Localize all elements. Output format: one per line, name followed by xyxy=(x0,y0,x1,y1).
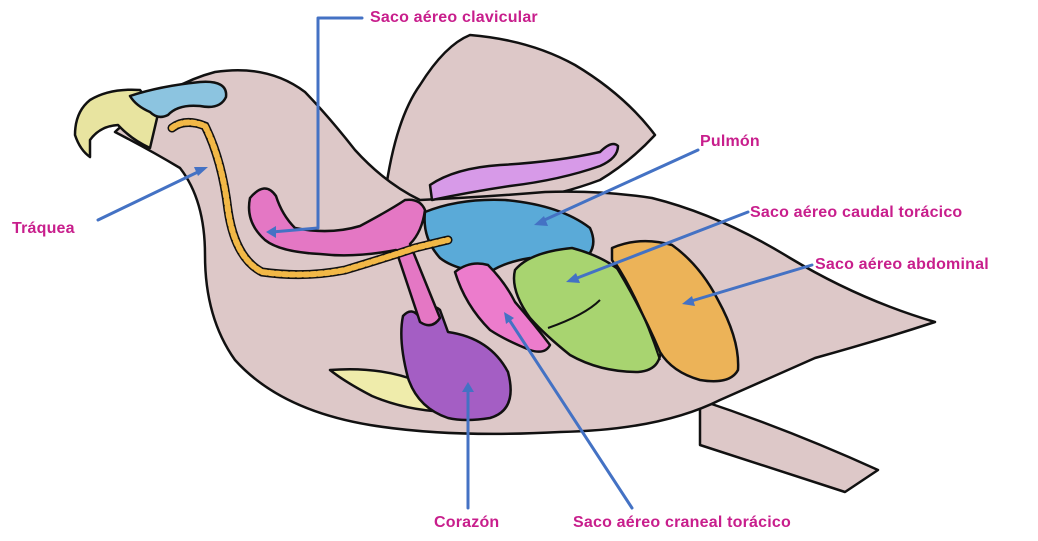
label-pulmon: Pulmón xyxy=(700,134,760,150)
label-saco-aereo-craneal-toracico: Saco aéreo craneal torácico xyxy=(573,515,791,531)
bird-tail xyxy=(700,400,878,492)
label-saco-aereo-caudal-toracico: Saco aéreo caudal torácico xyxy=(750,205,962,221)
label-saco-aereo-abdominal: Saco aéreo abdominal xyxy=(815,257,989,273)
label-traquea: Tráquea xyxy=(12,221,75,237)
leader-traquea xyxy=(98,170,202,220)
label-corazon: Corazón xyxy=(434,515,499,531)
label-saco-aereo-clavicular: Saco aéreo clavicular xyxy=(370,10,538,26)
